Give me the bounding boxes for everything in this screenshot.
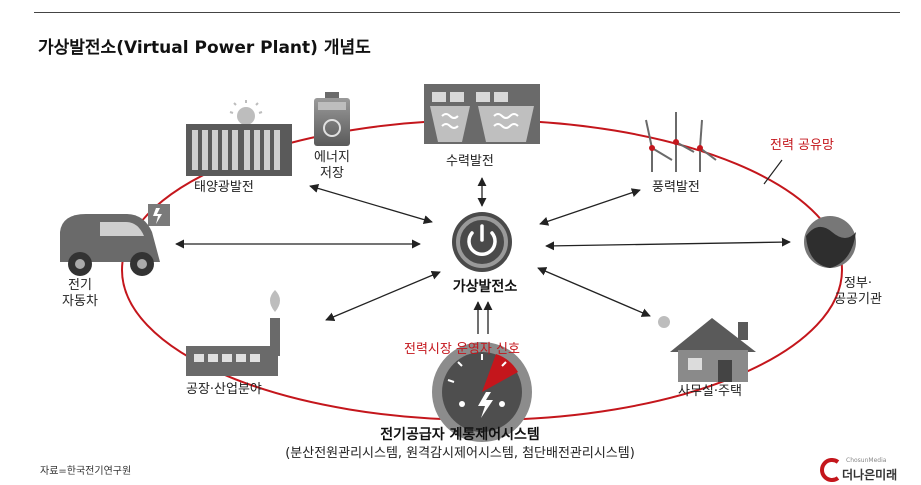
house-icon [658, 316, 756, 382]
ev-label: 전기 자동차 [50, 278, 110, 310]
logo-text: 더나은미래 [842, 468, 898, 482]
office-label: 사무실·주택 [678, 384, 742, 399]
arrow-gov [545, 237, 791, 251]
gov-label-line2: 공공기관 [834, 292, 882, 307]
storage-label-line2: 저장 [320, 166, 344, 181]
storage-label: 에너지 저장 [300, 150, 364, 182]
grid-operator-title: 전기공급자 계통제어시스템 [380, 427, 540, 443]
network-label: 전력 공유망 [770, 138, 834, 153]
electric-car-icon [60, 204, 170, 276]
solar-panel-icon [186, 100, 292, 176]
center-label: 가상발전소 [452, 279, 518, 295]
power-icon [452, 212, 512, 272]
network-label-leader [763, 159, 783, 185]
wind-label: 풍력발전 [652, 180, 700, 195]
storage-label-line1: 에너지 [314, 150, 350, 165]
factory-icon [186, 290, 280, 376]
page-title: 가상발전소(Virtual Power Plant) 개념도 [38, 38, 371, 58]
connection-arrows [175, 177, 791, 334]
factory-label: 공장·산업분야 [186, 382, 262, 397]
ev-label-line1: 전기 [68, 278, 92, 293]
logo-small-text: ChosunMedia [846, 457, 887, 464]
logo-mark-icon [820, 458, 840, 482]
grid-operator-subtitle: (분산전원관리시스템, 원격감시제어시스템, 첨단배전관리시스템) [285, 446, 635, 461]
battery-icon [314, 92, 350, 146]
hydro-dam-icon [424, 84, 540, 144]
ev-label-line2: 자동차 [62, 294, 98, 309]
wind-turbine-icon [645, 112, 717, 172]
source-credit: 자료=한국전기연구원 [40, 466, 132, 477]
gov-label: 정부· 공공기관 [818, 276, 898, 308]
government-emblem-icon [804, 216, 856, 268]
hydro-label: 수력발전 [446, 154, 494, 169]
top-rule [34, 12, 900, 13]
arrow-office [537, 267, 651, 317]
market-signal-label: 전력시장 운영자 신호 [404, 342, 520, 357]
arrow-factory [325, 270, 441, 322]
arrow-wind [539, 188, 641, 226]
arrow-solar [309, 183, 433, 225]
solar-label: 태양광발전 [194, 180, 254, 195]
gov-label-line1: 정부· [843, 276, 873, 291]
gauge-icon [432, 342, 532, 442]
